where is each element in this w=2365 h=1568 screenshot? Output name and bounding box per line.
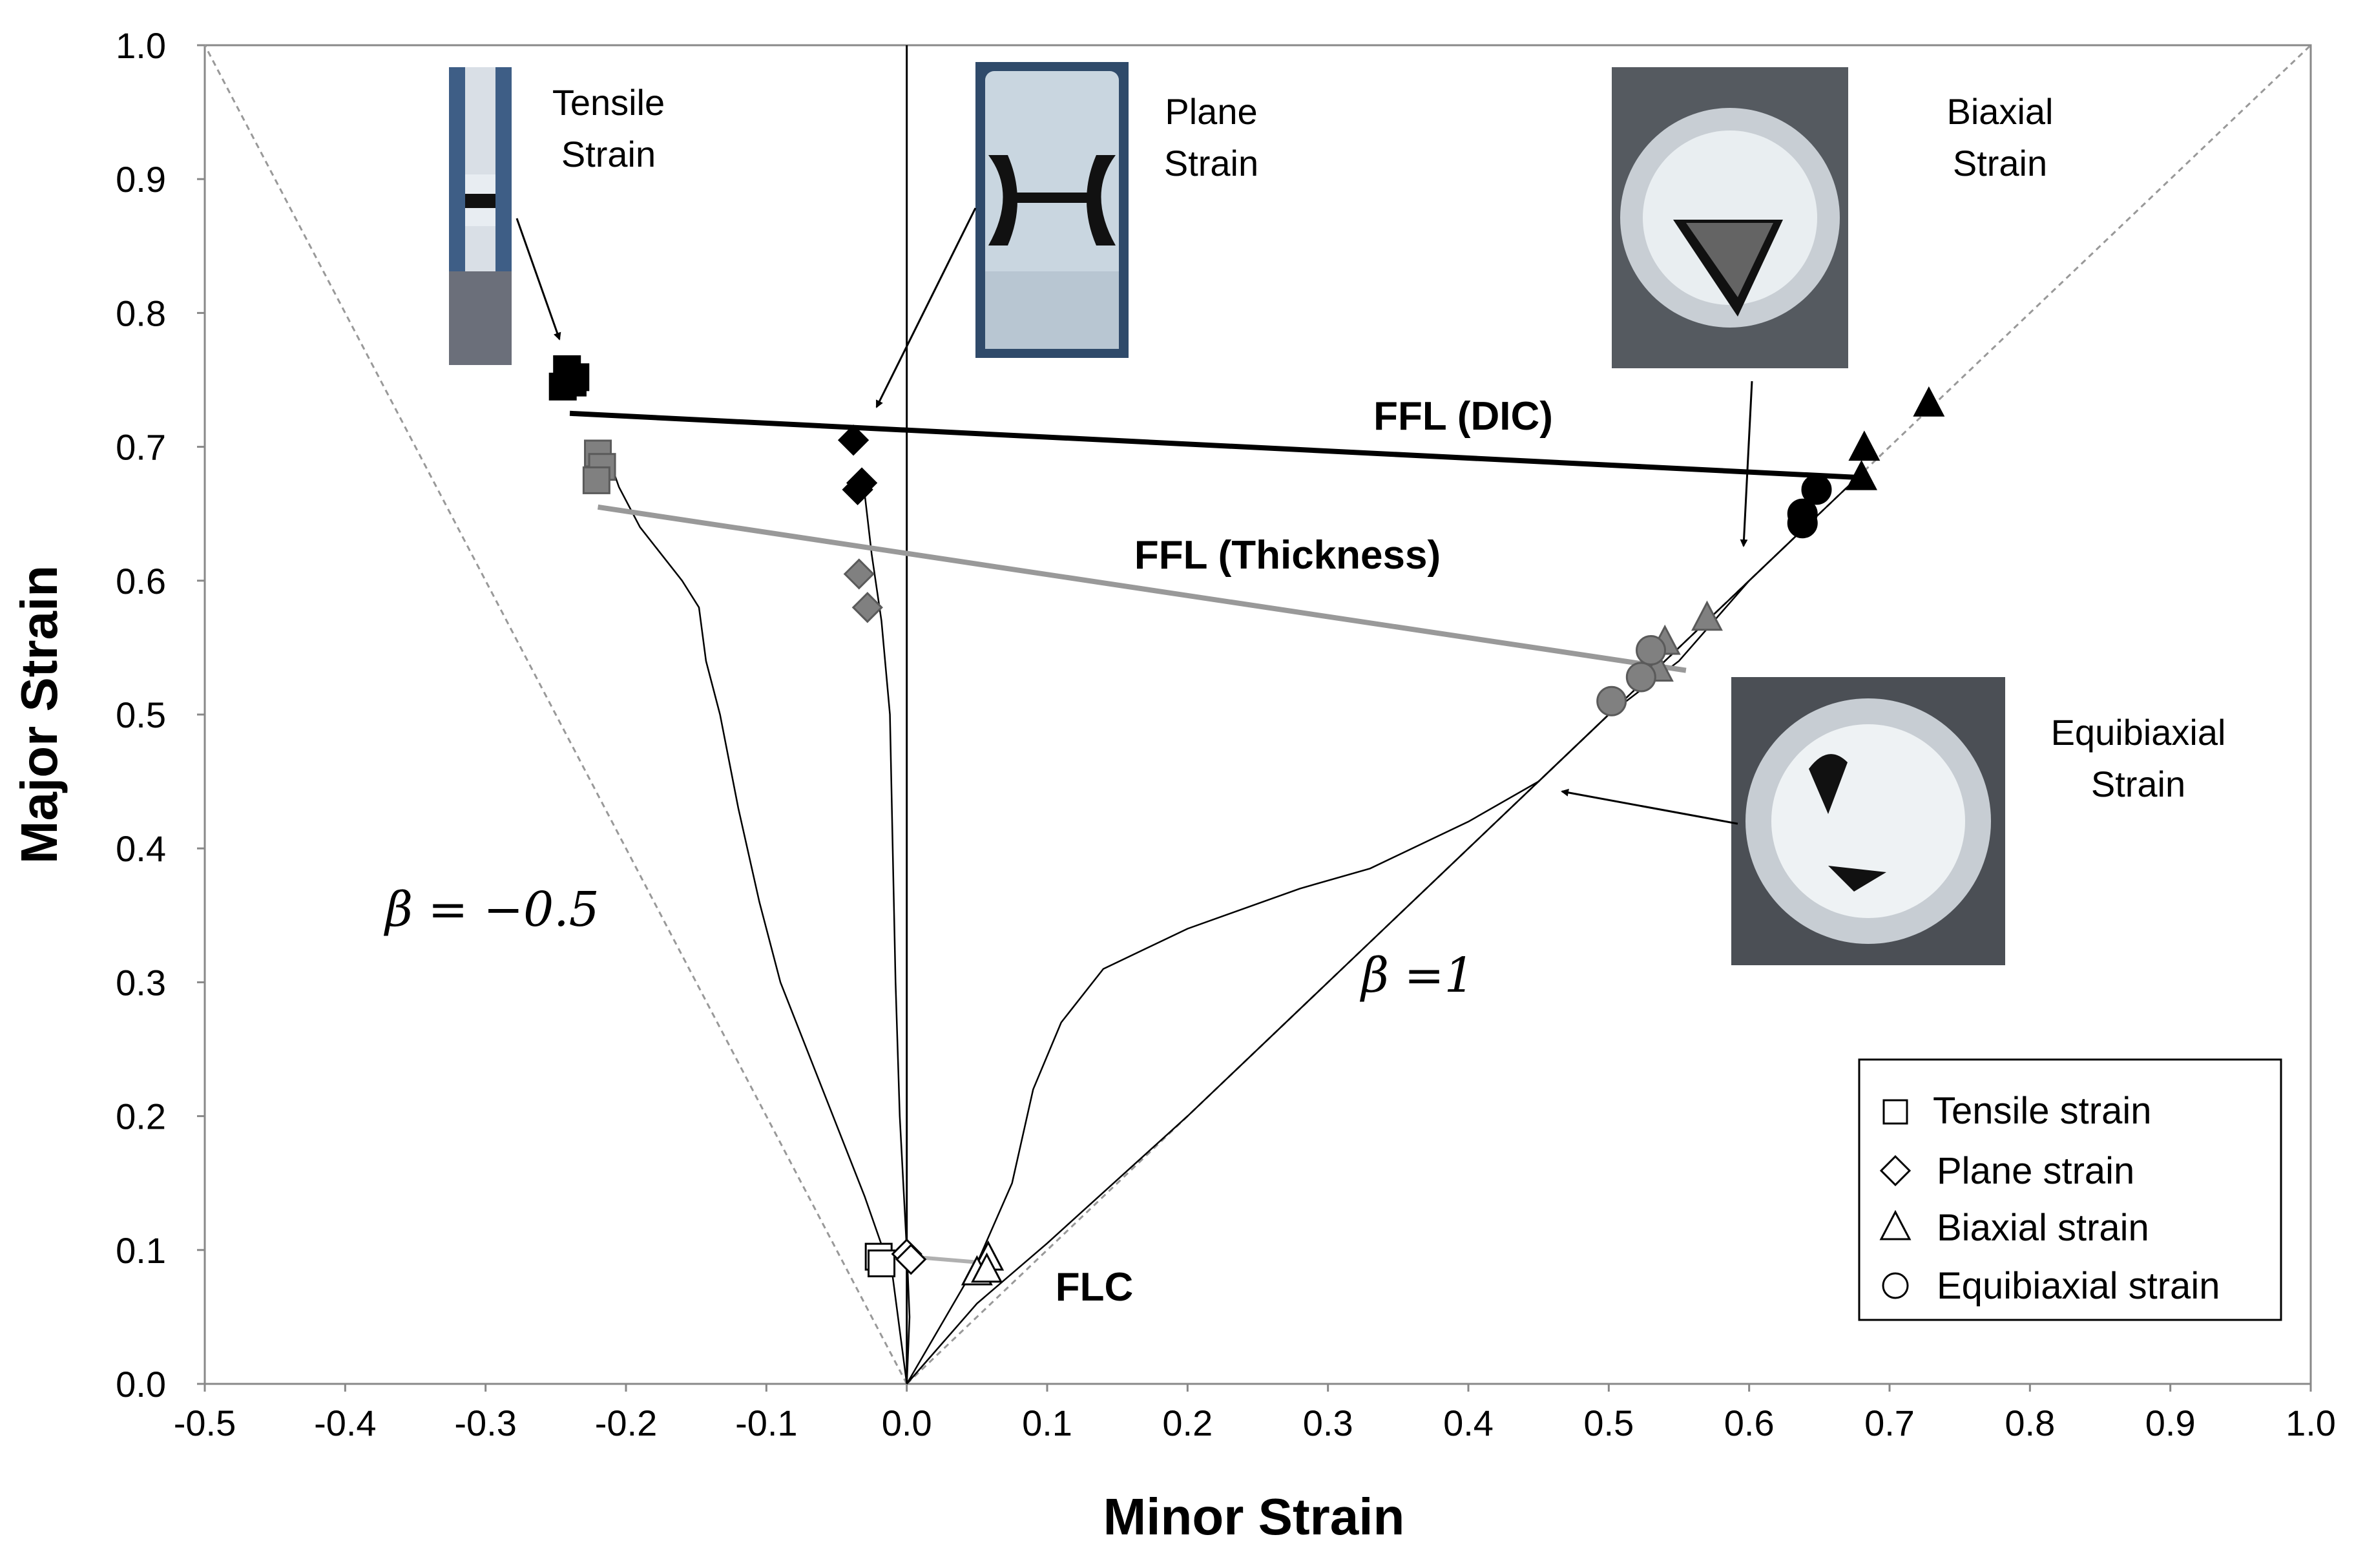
point-circle-dic — [1787, 508, 1818, 539]
x-tick-label: 1.0 — [2286, 1403, 2336, 1443]
x-tick-label: -0.5 — [174, 1403, 236, 1443]
x-tick-label: 0.8 — [2005, 1403, 2055, 1443]
arrow-plane — [875, 207, 977, 408]
photo-plane-specimen — [975, 62, 1129, 358]
label-beta-one: β =1 — [1359, 948, 1474, 1003]
point-square-flc — [868, 1249, 896, 1278]
point-square-dic — [561, 363, 590, 392]
legend-label-biaxial: Biaxial strain — [1937, 1207, 2149, 1249]
fit-line-ffl-dic- — [569, 410, 1862, 481]
x-tick-label: 0.5 — [1583, 1403, 1634, 1443]
y-tick-label: 0.8 — [116, 293, 166, 333]
x-tick-label: -0.4 — [314, 1403, 377, 1443]
fit-line-ffl-thickness- — [597, 504, 1687, 673]
legend-circle-icon — [1882, 1272, 1909, 1299]
y-tick-label: 1.0 — [116, 25, 166, 66]
y-tick-label: 0.6 — [116, 561, 166, 601]
x-tick-label: 0.6 — [1724, 1403, 1775, 1443]
photo-tensile-specimen — [449, 67, 512, 365]
point-circle-thickness — [1625, 662, 1656, 693]
legend-box — [1858, 1058, 2282, 1321]
legend-diamond-icon — [1879, 1155, 1912, 1187]
point-triangle-flc — [971, 1252, 1003, 1283]
x-tick-label: 0.4 — [1443, 1403, 1494, 1443]
point-circle-thickness — [1636, 635, 1667, 666]
point-square-thickness — [582, 466, 610, 494]
x-axis-title: Minor Strain — [1103, 1488, 1405, 1545]
point-diamond-flc — [895, 1244, 927, 1275]
label-biaxial-strain-line1: Biaxial — [1947, 91, 2054, 132]
x-tick-label: 0.2 — [1162, 1403, 1213, 1443]
x-tick-label: 0.1 — [1022, 1403, 1072, 1443]
y-tick-label: 0.1 — [116, 1230, 166, 1271]
x-tick-label: 0.7 — [1864, 1403, 1915, 1443]
y-tick-label: 0.9 — [116, 159, 166, 200]
point-diamond-thickness — [851, 592, 883, 623]
legend: Tensile strain Plane strain Biaxial stra… — [1858, 1058, 2282, 1321]
point-triangle-thickness — [1691, 600, 1723, 631]
y-tick-label: 0.7 — [116, 427, 166, 468]
x-tick-label: 0.0 — [882, 1403, 932, 1443]
point-diamond-dic — [837, 424, 870, 456]
photo-equibiaxial-specimen — [1731, 677, 2005, 965]
point-circle-thickness — [1596, 685, 1627, 716]
legend-square-icon — [1882, 1099, 1908, 1125]
x-tick-label: -0.1 — [735, 1403, 798, 1443]
point-diamond-dic — [846, 467, 878, 499]
arrow-tensile — [516, 218, 561, 340]
y-tick-label: 0.5 — [116, 695, 166, 735]
legend-label-equibiaxial: Equibiaxial strain — [1937, 1265, 2220, 1307]
reference-line — [906, 44, 2312, 1385]
point-triangle-dic — [1846, 459, 1878, 490]
x-tick-label: 0.3 — [1303, 1403, 1353, 1443]
label-tensile-strain-line1: Tensile — [552, 82, 665, 123]
point-circle-dic — [1801, 474, 1832, 505]
label-plane-strain-line2: Strain — [1164, 143, 1258, 183]
label-equibiaxial-strain-line2: Strain — [2091, 764, 2185, 804]
legend-triangle-icon — [1879, 1209, 1912, 1240]
y-axis-title: Major Strain — [10, 565, 68, 864]
label-beta-negative: β = −0.5 — [383, 882, 599, 937]
x-tick-label: -0.2 — [595, 1403, 658, 1443]
y-tick-label: 0.3 — [116, 962, 166, 1003]
arrow-equibiaxial — [1561, 788, 1738, 825]
point-triangle-dic — [1913, 386, 1945, 417]
strain-path-tensile — [604, 446, 908, 1385]
label-ffl-dic: FFL (DIC) — [1373, 394, 1553, 439]
label-equibiaxial-strain-line1: Equibiaxial — [2051, 712, 2226, 753]
y-tick-label: 0.4 — [116, 828, 166, 869]
arrow-biaxial — [1740, 381, 1753, 547]
x-tick-label: 0.9 — [2145, 1403, 2196, 1443]
legend-label-plane: Plane strain — [1937, 1150, 2134, 1192]
label-biaxial-strain-line2: Strain — [1953, 143, 2047, 183]
label-plane-strain-line1: Plane — [1165, 91, 1257, 132]
label-tensile-strain-line2: Strain — [561, 134, 656, 174]
point-diamond-thickness — [843, 558, 875, 590]
y-tick-label: 0.2 — [116, 1096, 166, 1137]
photo-biaxial-specimen — [1612, 67, 1848, 368]
legend-label-tensile: Tensile strain — [1933, 1090, 2151, 1132]
y-tick-label: 0.0 — [116, 1364, 166, 1405]
strain-path-plane — [864, 493, 911, 1385]
label-flc: FLC — [1056, 1265, 1134, 1310]
x-tick-label: -0.3 — [454, 1403, 517, 1443]
point-triangle-dic — [1848, 430, 1881, 461]
label-ffl-thickness: FFL (Thickness) — [1134, 533, 1441, 578]
reference-line — [203, 45, 908, 1385]
